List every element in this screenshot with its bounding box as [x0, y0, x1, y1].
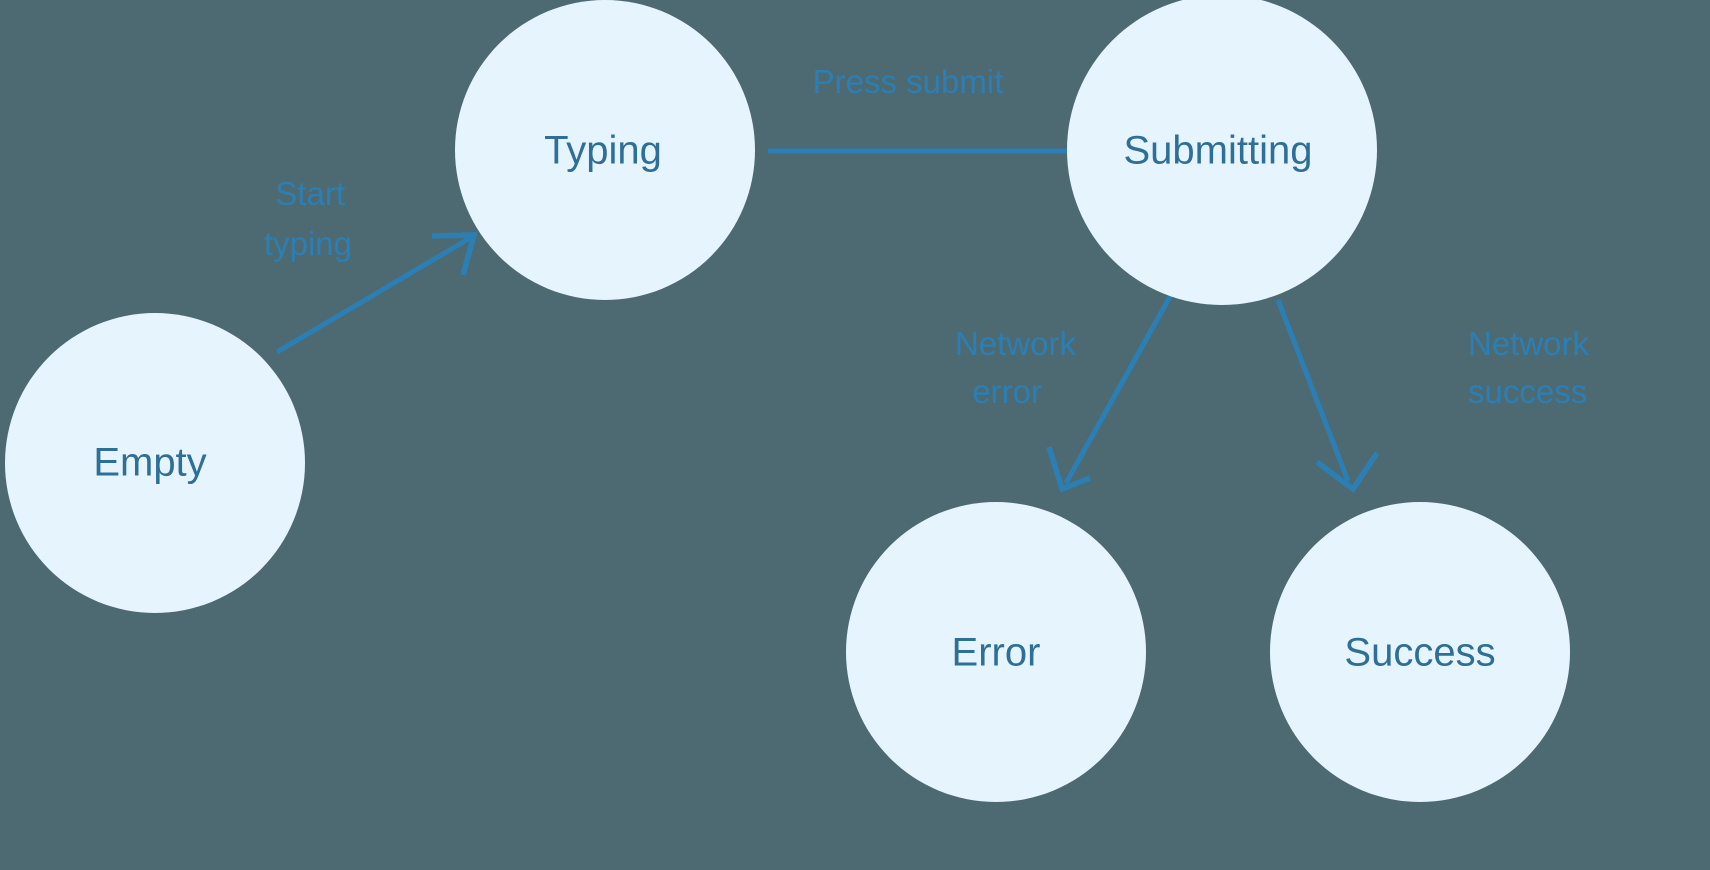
transition-label-line: Network	[955, 325, 1077, 362]
transition-label-line: Network	[1468, 325, 1590, 362]
edge-submitting-to-success	[1275, 299, 1380, 493]
edge-label-typing-to-submitting: Press submit	[813, 63, 1004, 100]
transition-line	[1275, 299, 1351, 482]
state-node-label: Success	[1344, 631, 1495, 675]
edge-submitting-to-error	[1046, 291, 1175, 493]
state-node-label: Typing	[544, 129, 662, 173]
state-node-error[interactable]: Error	[846, 502, 1146, 802]
state-node-shape[interactable]	[1270, 502, 1570, 802]
arrowhead-icon	[1046, 446, 1092, 493]
transition-label-line: Start	[275, 175, 345, 212]
arrowhead-icon	[1315, 451, 1380, 493]
transition-line	[1063, 291, 1175, 485]
edge-label-submitting-to-success: Network success	[1468, 325, 1590, 410]
state-node-typing[interactable]: Typing	[455, 0, 755, 300]
state-node-label: Error	[952, 631, 1041, 675]
transition-label-line: error	[972, 373, 1042, 410]
state-node-success[interactable]: Success	[1270, 502, 1570, 802]
arrowhead-icon	[431, 232, 478, 276]
state-node-submitting[interactable]: Submitting	[1067, 0, 1377, 305]
state-node-label: Empty	[93, 441, 206, 485]
state-node-empty[interactable]: Empty	[5, 313, 305, 613]
state-node-shape[interactable]	[5, 313, 305, 613]
transition-line	[275, 235, 472, 355]
state-node-shape[interactable]	[1067, 0, 1377, 305]
edge-empty-to-typing	[275, 232, 478, 355]
state-node-shape[interactable]	[455, 0, 755, 300]
transition-label-line: Press submit	[813, 63, 1004, 100]
edge-label-submitting-to-error: Network error	[955, 325, 1077, 410]
transition-label-line: typing	[264, 225, 352, 262]
edge-label-empty-to-typing: Start typing	[264, 175, 352, 262]
transition-label-line: success	[1468, 373, 1587, 410]
state-node-shape[interactable]	[846, 502, 1146, 802]
state-node-label: Submitting	[1124, 129, 1313, 173]
